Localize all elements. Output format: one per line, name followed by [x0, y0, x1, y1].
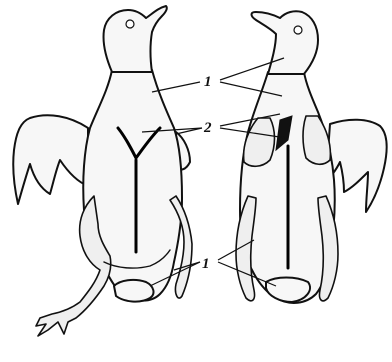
label-tail: 1: [202, 256, 210, 272]
right-bird-shoulder-left: [244, 118, 275, 166]
label-chest: 2: [203, 120, 212, 136]
right-bird-neck-head: [252, 11, 319, 74]
left-bird-left-wing: [13, 115, 88, 204]
bird-ventral-view: [13, 6, 192, 336]
label-neck: 1: [204, 74, 212, 90]
left-bird-neck-head: [103, 6, 166, 72]
left-bird-eye: [126, 20, 134, 28]
right-bird-shoulder-right: [303, 116, 330, 164]
bird-dorsal-view: [236, 11, 387, 303]
left-bird-vent: [114, 280, 153, 302]
right-bird-eye: [294, 26, 302, 34]
right-bird-tail: [266, 278, 310, 303]
leader-neck-left: [152, 82, 200, 92]
